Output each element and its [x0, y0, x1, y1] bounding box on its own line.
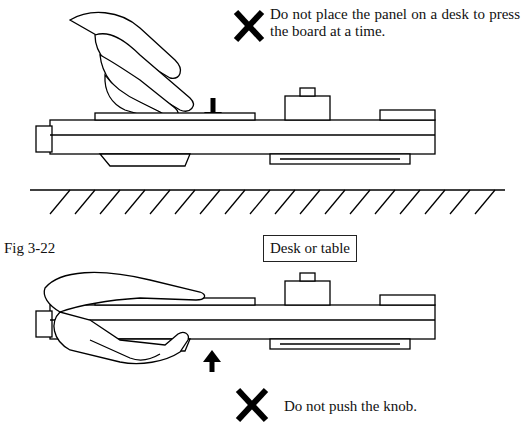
label-box: Desk or table	[263, 235, 357, 262]
box-text: Desk or table	[270, 240, 350, 257]
push-arrow	[203, 350, 221, 372]
warning-note: Do not place the panel on a desk to pres…	[270, 6, 520, 40]
panel	[36, 88, 435, 166]
warning-note: Do not push the knob.	[284, 398, 520, 415]
cross-mark	[236, 12, 262, 40]
hand	[44, 272, 204, 363]
desk-surface	[30, 190, 505, 214]
cross-mark	[238, 390, 266, 420]
hand	[70, 12, 193, 118]
figure-number: Fig 3-22	[4, 240, 94, 257]
